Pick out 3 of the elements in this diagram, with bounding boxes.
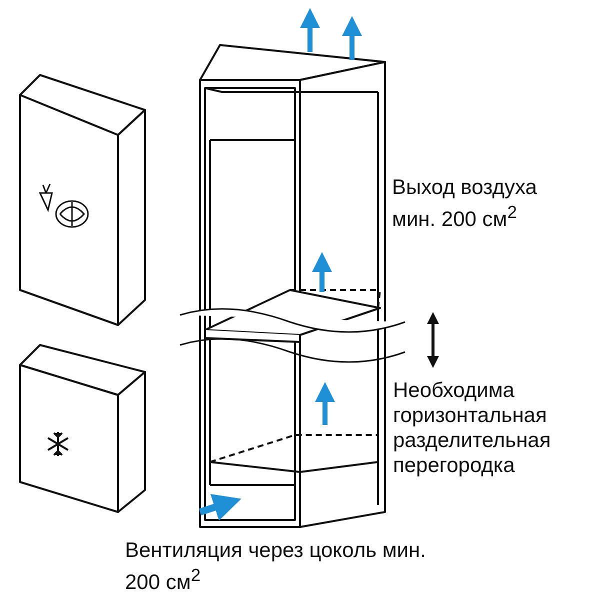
annotation-text: Вентиляция через цоколь мин. 200 см$^{2}$ xyxy=(125,538,427,595)
annotation-text: Необходима горизонтальная разделительная перегородка xyxy=(393,378,552,478)
annotation-text: Выход воздуха мин. 200 см$^{2}$ xyxy=(392,175,538,232)
